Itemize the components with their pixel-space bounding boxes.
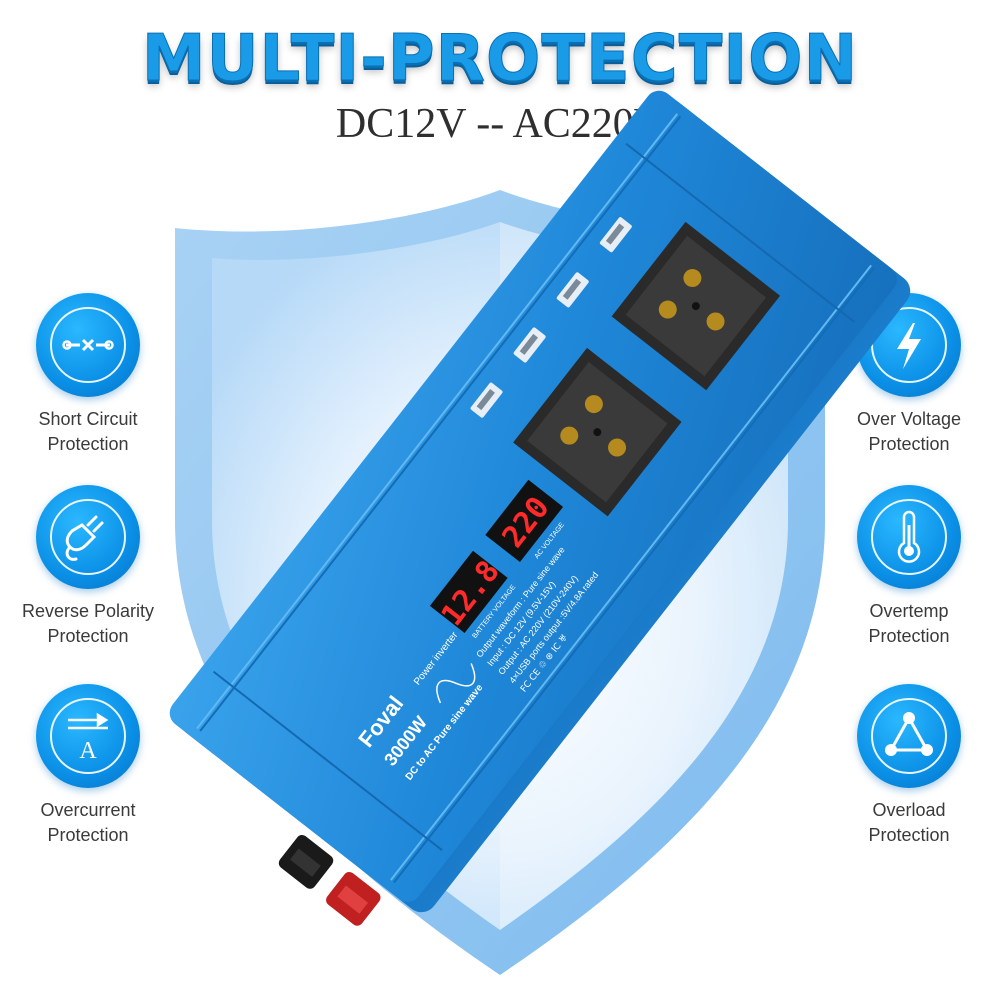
feature-label: Overtemp Protection — [868, 601, 950, 646]
feature-label: Short Circuit Protection — [38, 409, 138, 454]
ac-socket-2 — [611, 221, 781, 391]
lightning-icon — [857, 293, 961, 397]
usb-ports — [470, 217, 632, 418]
sine-wave-icon — [436, 663, 476, 704]
feature-label: Overcurrent Protection — [40, 800, 136, 845]
feature-label: Reverse Polarity Protection — [21, 601, 155, 646]
feature-over-voltage: Over Voltage Protection — [814, 293, 1000, 457]
feature-overtemp: Overtemp Protection — [814, 485, 1000, 649]
triangle-network-icon — [857, 684, 961, 788]
page-title: MULTI-PROTECTION — [141, 22, 859, 97]
feature-overload: Overload Protection — [814, 684, 1000, 848]
ac-socket-1 — [513, 347, 682, 517]
feature-label: Over Voltage Protection — [856, 409, 962, 454]
feature-short-circuit: Short Circuit Protection — [0, 293, 183, 457]
page-subtitle: DC12V -- AC220V — [335, 101, 665, 147]
ammeter-icon: A — [36, 684, 140, 788]
thermometer-icon — [857, 485, 961, 589]
feature-overcurrent: A Overcurrent Protection — [0, 684, 183, 848]
short-circuit-icon — [36, 293, 140, 397]
feature-reverse-polarity: Reverse Polarity Protection — [0, 485, 183, 649]
feature-label: Overload Protection — [868, 800, 950, 845]
plug-icon — [36, 485, 140, 589]
